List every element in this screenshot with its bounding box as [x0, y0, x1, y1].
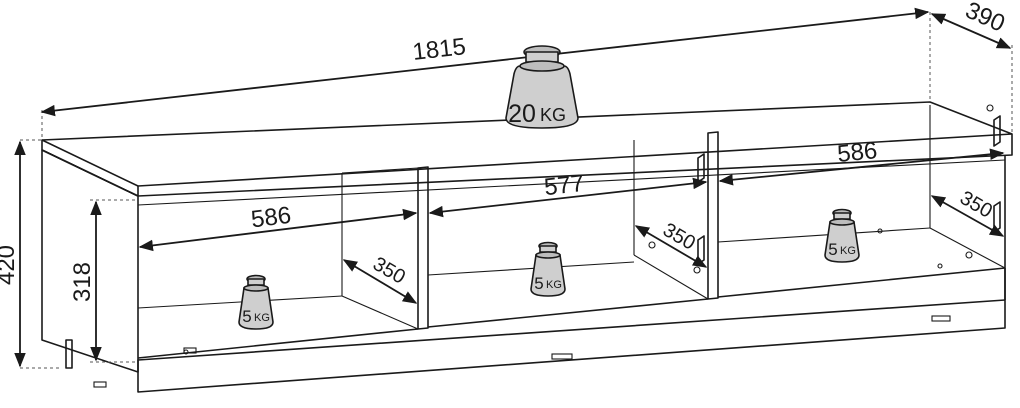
dimension-depth: 390 [930, 0, 1012, 49]
dimension-depth-middle: 350 [634, 219, 708, 268]
divider-left [341, 166, 429, 330]
dimension-right-compartment: 586 [718, 137, 1005, 186]
weight-top-unit: KG [540, 105, 566, 125]
dimension-depth-left: 350 [342, 253, 418, 304]
label-middle-compartment: 577 [543, 170, 586, 201]
dimension-depth-right: 350 [930, 187, 1005, 237]
weight-middle-value: 5 [534, 274, 543, 293]
weight-icon: 5 KG [530, 241, 566, 297]
foot-left [65, 339, 73, 369]
weight-middle-unit: KG [546, 279, 562, 291]
label-depth-right: 350 [956, 187, 996, 223]
extension-lines [20, 12, 1013, 369]
cabinet-bottom-rail [137, 299, 1006, 393]
label-depth-left: 350 [369, 253, 409, 289]
label-width: 1815 [411, 33, 467, 66]
dimension-height: 420 [0, 140, 26, 368]
weight-icon: 5 KG [238, 274, 274, 330]
divider-right [633, 131, 719, 300]
label-inner-height: 318 [69, 262, 96, 302]
label-right-compartment: 586 [836, 137, 878, 168]
dimension-width: 1815 [40, 7, 930, 117]
label-depth-middle: 350 [659, 219, 699, 255]
dimension-left-compartment: 586 [138, 202, 418, 252]
weight-left-value: 5 [242, 307, 251, 326]
dimension-inner-height: 318 [69, 200, 102, 362]
weight-right-unit: KG [840, 245, 856, 257]
dimension-middle-compartment: 577 [428, 170, 708, 218]
weight-right-value: 5 [828, 240, 837, 259]
label-depth: 390 [961, 0, 1009, 38]
label-left-compartment: 586 [250, 202, 293, 234]
weight-top-value: 20 [508, 100, 536, 128]
weight-left-unit: KG [254, 312, 270, 324]
weight-icon: 5 KG [824, 208, 860, 263]
weight-icon: 20 KG [505, 45, 579, 129]
label-height: 420 [0, 245, 20, 285]
cabinet-left-side [41, 149, 139, 373]
